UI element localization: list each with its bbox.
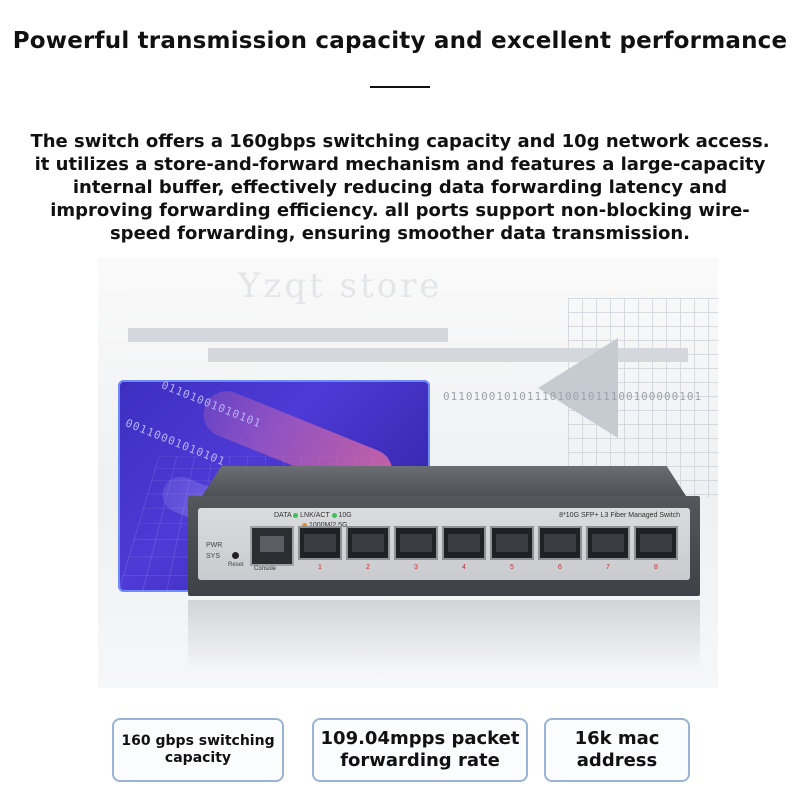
port-number: 1 [318, 564, 322, 571]
port-number: 4 [462, 564, 466, 571]
sys-label: SYS [206, 553, 221, 560]
switch-front: DATA LNK/ACT 10G 1000M/2.5G 8*10G SFP+ L… [188, 496, 700, 596]
led-green-icon [331, 512, 337, 518]
switch-top [202, 466, 686, 496]
port-number: 6 [558, 564, 562, 571]
binary-stream: 0110100101011101001011100100000101 [443, 390, 703, 403]
port-number: 8 [654, 564, 658, 571]
pwr-label: PWR [206, 542, 223, 549]
sfp-port-icon [490, 526, 534, 560]
feature-badges: 160 gbps switching capacity 109.04mpps p… [0, 718, 800, 782]
feature-switching-capacity: 160 gbps switching capacity [112, 718, 284, 782]
port-number: 7 [606, 564, 610, 571]
reset-label: Reset [228, 562, 244, 568]
sfp-port-icon [346, 526, 390, 560]
port-number: 5 [510, 564, 514, 571]
led-legend-lnk: LNK/ACT [300, 512, 330, 519]
switch-panel: DATA LNK/ACT 10G 1000M/2.5G 8*10G SFP+ L… [198, 508, 690, 580]
switch-model-label: 8*10G SFP+ L3 Fiber Managed Switch [559, 512, 680, 519]
led-legend: DATA LNK/ACT 10G [274, 512, 352, 519]
page-title: Powerful transmission capacity and excel… [12, 28, 788, 54]
arrow-band-top [128, 328, 448, 342]
sfp-port-icon [442, 526, 486, 560]
switch-reflection [188, 600, 700, 670]
port-number-row: 1 2 3 4 5 6 7 8 [298, 564, 678, 571]
description-text: The switch offers a 160gbps switching ca… [30, 131, 770, 244]
sfp-port-icon [586, 526, 630, 560]
network-switch: DATA LNK/ACT 10G 1000M/2.5G 8*10G SFP+ L… [188, 466, 700, 598]
status-labels: PWR SYS [206, 540, 222, 562]
sfp-port-icon [298, 526, 342, 560]
port-number: 3 [414, 564, 418, 571]
feature-forwarding-rate: 109.04mpps packet forwarding rate [312, 718, 528, 782]
arrow-head-graphic [538, 338, 618, 438]
led-green-icon [293, 512, 299, 518]
led-orange-icon [302, 522, 307, 528]
led-legend-low-speed: 1000M/2.5G [309, 522, 348, 529]
product-scene: Yzqt store 01101001010111010010111001000… [98, 258, 718, 688]
console-port-socket [260, 536, 284, 552]
port-number: 2 [366, 564, 370, 571]
led-legend-secondary: 1000M/2.5G [302, 522, 347, 529]
title-divider [370, 86, 430, 88]
console-port-icon [250, 526, 294, 566]
sfp-port-icon [634, 526, 678, 560]
reset-button-icon [232, 552, 239, 559]
console-label: Console [254, 566, 277, 572]
sfp-port-row [298, 526, 678, 566]
feature-mac-address: 16k mac address [544, 718, 690, 782]
watermark: Yzqt store [238, 266, 443, 306]
led-legend-data: DATA [274, 512, 292, 519]
sfp-port-icon [394, 526, 438, 560]
sfp-port-icon [538, 526, 582, 560]
led-legend-10g: 10G [338, 512, 352, 519]
